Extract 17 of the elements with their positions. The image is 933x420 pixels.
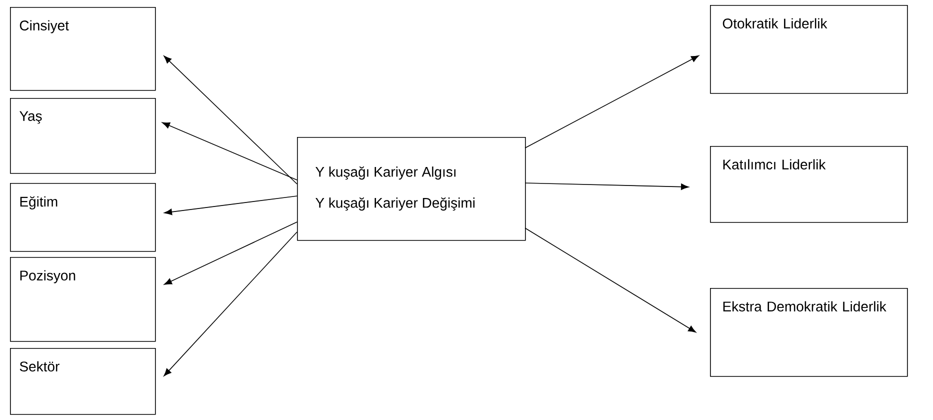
central-box: Y kuşağı Kariyer Algısı Y kuşağı Kariyer Değişimi — [297, 137, 526, 241]
variable-box: Otokratik Liderlik — [710, 5, 908, 94]
variable-box: Eğitim — [10, 183, 156, 252]
variable-box: Katılımcı Liderlik — [710, 146, 908, 223]
variable-box: Cinsiyet — [10, 7, 156, 91]
arrow — [524, 228, 696, 333]
arrow — [162, 122, 298, 180]
arrow — [164, 222, 298, 285]
variable-box: Yaş — [10, 98, 156, 174]
arrow — [524, 55, 699, 148]
arrow — [164, 232, 298, 376]
arrow — [164, 196, 298, 216]
arrow — [164, 56, 298, 184]
variable-box: Ekstra Demokratik Liderlik — [710, 288, 908, 377]
arrow — [524, 182, 689, 190]
variable-box: Pozisyon — [10, 257, 156, 342]
variable-box: Sektör — [10, 348, 156, 415]
